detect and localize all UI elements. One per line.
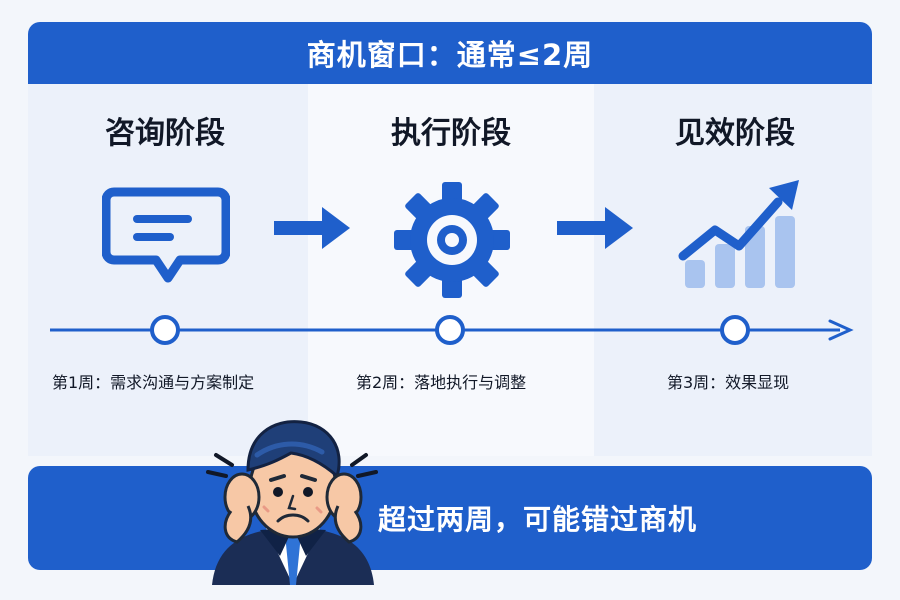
flow-arrow-1 (274, 207, 350, 249)
top-title-banner: 商机窗口：通常≤2周 (28, 22, 872, 84)
stage-title-execute: 执行阶段 (391, 116, 511, 151)
warning-message: 超过两周，可能错过商机 (378, 503, 698, 536)
gear-icon (394, 182, 510, 298)
growth-chart-icon (678, 180, 799, 288)
banner-title: 商机窗口：通常≤2周 (306, 38, 594, 72)
worried-businessman-icon (206, 420, 378, 585)
timeline-arrow (50, 315, 854, 345)
chat-bubble-icon (102, 187, 230, 283)
flow-arrow-2 (557, 207, 633, 249)
week-1-label: 第1周：需求沟通与方案制定 (52, 373, 255, 392)
week-3-label: 第3周：效果显现 (667, 373, 790, 392)
week-2-label: 第2周：落地执行与调整 (356, 373, 527, 392)
stage-title-result: 见效阶段 (675, 116, 795, 151)
stage-title-consult: 咨询阶段 (105, 116, 225, 151)
bottom-warning-banner (28, 466, 872, 570)
